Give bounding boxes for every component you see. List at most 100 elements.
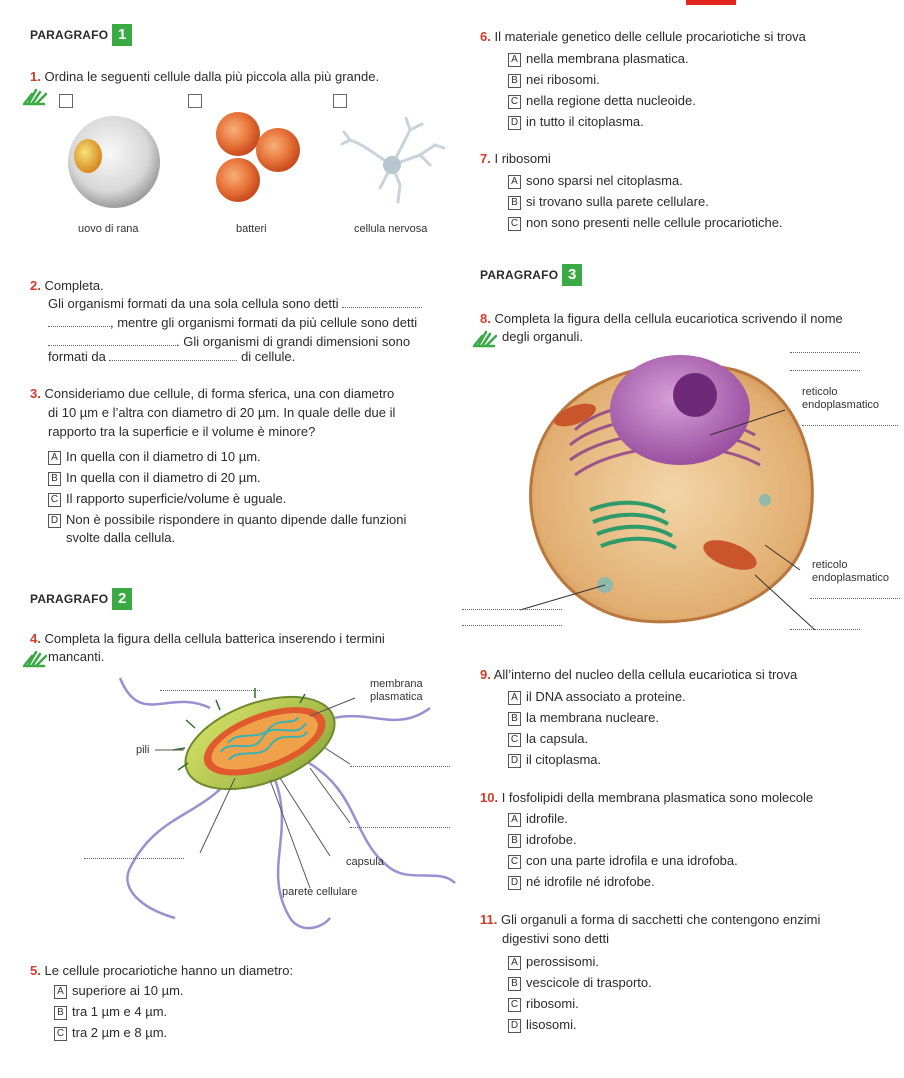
fill-in-blank[interactable] bbox=[350, 754, 450, 767]
question-text: I fosfolipidi della membrana plasmatica … bbox=[501, 790, 814, 805]
top-bar bbox=[686, 0, 736, 5]
question-6: 6. Il materiale genetico delle cellule p… bbox=[480, 26, 806, 47]
question-text: Consideriamo due cellule, di forma sferi… bbox=[44, 386, 395, 401]
order-checkbox-1[interactable] bbox=[59, 94, 73, 108]
question-number: 3. bbox=[30, 386, 41, 401]
label-plasmatica: plasmatica bbox=[370, 691, 423, 703]
question-2-line-4: formati da di cellule. bbox=[48, 346, 295, 367]
question-10: 10. I fosfolipidi della membrana plasmat… bbox=[480, 787, 813, 808]
question-text: I ribosomi bbox=[494, 151, 551, 166]
frog-egg-image bbox=[68, 116, 160, 208]
order-checkbox-2[interactable] bbox=[188, 94, 202, 108]
fill-in-blank[interactable] bbox=[810, 586, 900, 599]
question-text: Ordina le seguenti cellule dalla più pic… bbox=[44, 69, 380, 84]
fill-in-blank[interactable] bbox=[462, 613, 562, 626]
nerve-cell-image bbox=[340, 116, 446, 204]
question-2-line-1: Gli organismi formati da una sola cellul… bbox=[48, 293, 423, 314]
question-number: 1. bbox=[30, 69, 41, 84]
question-number: 4. bbox=[30, 631, 41, 646]
fill-in-blank[interactable] bbox=[48, 314, 110, 327]
question-2-title: 2. Completa. bbox=[30, 275, 104, 296]
question-number: 5. bbox=[30, 963, 41, 978]
question-2-line-3: . Gli organismi di grandi dimensioni son… bbox=[48, 331, 410, 352]
question-text: degli organuli. bbox=[502, 329, 583, 344]
bacteria-image bbox=[216, 112, 300, 202]
section-number: 3 bbox=[562, 264, 583, 286]
caption-bacteria: batteri bbox=[236, 223, 267, 235]
bacterium-diagram bbox=[118, 677, 456, 930]
hand-icon bbox=[22, 88, 48, 106]
fill-in-blank[interactable] bbox=[160, 678, 260, 691]
label-reticolo-1: reticolo bbox=[802, 386, 838, 398]
fill-in-blank[interactable] bbox=[350, 815, 450, 828]
question-number: 11. bbox=[480, 912, 498, 927]
fill-in-blank[interactable] bbox=[84, 846, 184, 859]
question-number: 6. bbox=[480, 29, 491, 44]
question-1: 1. Ordina le seguenti cellule dalla più … bbox=[30, 66, 379, 87]
question-3: 3. Consideriamo due cellule, di forma sf… bbox=[30, 383, 395, 442]
fill-in-blank[interactable] bbox=[342, 295, 423, 308]
question-text: digestivi sono detti bbox=[502, 931, 609, 946]
question-7: 7. I ribosomi bbox=[480, 148, 551, 169]
label-capsula: capsula bbox=[346, 856, 384, 868]
section-label: PARAGRAFO bbox=[30, 28, 109, 42]
fill-in-blank[interactable] bbox=[790, 358, 860, 371]
question-text: Completa la figura della cellula batteri… bbox=[44, 631, 385, 646]
question-2-line-2: , mentre gli organismi formati da più ce… bbox=[48, 312, 417, 333]
question-title: Completa. bbox=[44, 278, 104, 293]
question-number: 7. bbox=[480, 151, 491, 166]
question-5: 5. Le cellule procariotiche hanno un dia… bbox=[30, 960, 293, 981]
question-text: di 10 µm e l’altra con diametro di 20 µm… bbox=[48, 405, 396, 420]
fill-in-blank[interactable] bbox=[790, 340, 860, 353]
order-checkbox-3[interactable] bbox=[333, 94, 347, 108]
question-text: formati da bbox=[48, 349, 106, 364]
question-4: 4. Completa la figura della cellula batt… bbox=[30, 628, 385, 667]
section-label: PARAGRAFO bbox=[480, 268, 559, 282]
fill-in-blank[interactable] bbox=[790, 617, 860, 630]
label-endoplasmatico-1: endoplasmatico bbox=[802, 399, 880, 411]
question-text: Le cellule procariotiche hanno un diamet… bbox=[44, 963, 294, 978]
caption-frog-egg: uovo di rana bbox=[78, 223, 139, 235]
fill-in-blank[interactable] bbox=[462, 597, 562, 610]
hand-icon bbox=[22, 650, 48, 668]
fill-in-blank[interactable] bbox=[802, 413, 898, 426]
label-parete-cellulare: parete cellulare bbox=[282, 886, 358, 898]
fill-in-blank[interactable] bbox=[48, 333, 176, 346]
fill-in-blank[interactable] bbox=[109, 348, 238, 361]
